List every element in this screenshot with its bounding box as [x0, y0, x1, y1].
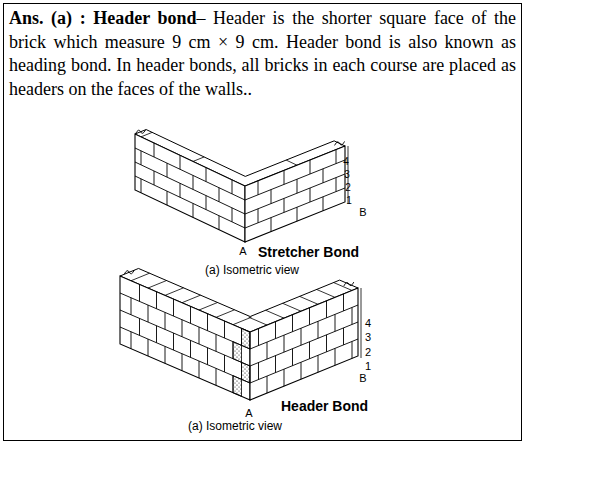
figure-title: Stretcher Bond: [258, 245, 359, 259]
point-label: B: [359, 373, 366, 384]
header-bond-wall: [120, 268, 361, 400]
course-number: 3: [344, 170, 350, 180]
figure-title: Header Bond: [281, 399, 368, 413]
course-number: 4: [343, 157, 349, 167]
figure-caption: (a) Isometric view: [205, 264, 299, 276]
course-number: 4: [365, 318, 371, 329]
point-label: B: [359, 207, 366, 218]
point-label: A: [239, 246, 246, 257]
course-number: 1: [365, 361, 371, 372]
course-number: 2: [345, 183, 351, 193]
course-number: 2: [365, 347, 371, 358]
answer-heading: Ans. (a) : Header bond: [9, 8, 197, 28]
course-number: 1: [346, 196, 352, 206]
point-label: A: [245, 408, 252, 419]
answer-text: Ans. (a) : Header bond– Header is the sh…: [4, 4, 521, 104]
course-number: 3: [365, 332, 371, 343]
answer-box: Ans. (a) : Header bond– Header is the sh…: [3, 3, 522, 441]
figure-caption: (a) Isometric view: [188, 420, 282, 432]
stretcher-bond-wall: [135, 130, 348, 242]
